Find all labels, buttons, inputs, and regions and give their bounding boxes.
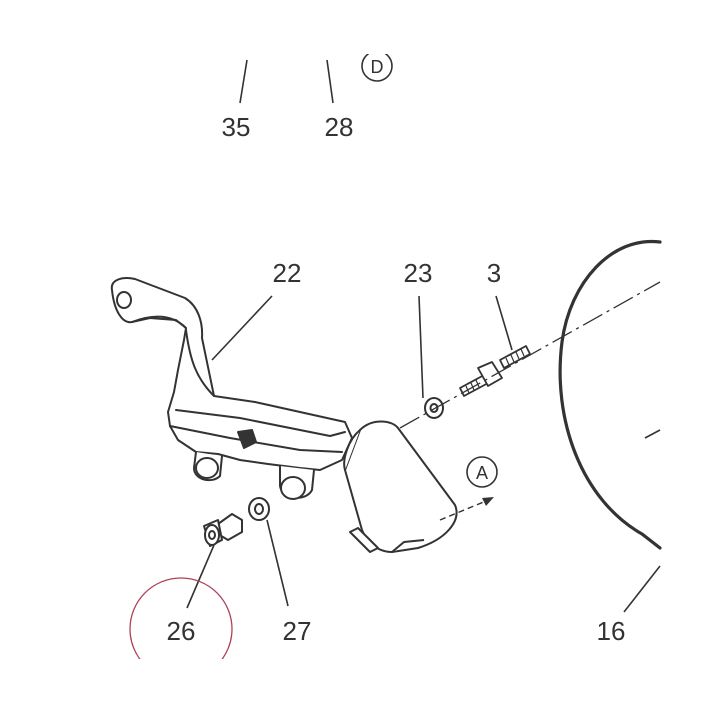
center-axis-line: [399, 281, 661, 429]
view-marker-a: A: [466, 456, 498, 488]
highlight-circle-26: [129, 577, 233, 659]
washer-part-23: [424, 397, 444, 419]
label-35: 35: [222, 112, 251, 142]
label-26: 26: [167, 616, 196, 646]
label-23: 23: [404, 258, 433, 288]
leader-16: [623, 565, 661, 613]
cover-tick: [644, 429, 661, 439]
view-marker-d-letter: D: [371, 57, 384, 77]
label-28: 28: [325, 112, 354, 142]
leader-28: [326, 59, 334, 104]
leader-27: [266, 519, 289, 607]
flange-bolt-part-26: [203, 513, 243, 547]
label-22: 22: [273, 258, 302, 288]
view-marker-a-letter: A: [476, 463, 488, 483]
direction-arrow-a: [439, 500, 487, 521]
bracket-part-22: [110, 277, 353, 500]
leader-35: [239, 59, 248, 104]
leader-22: [211, 295, 273, 361]
label-27: 27: [283, 616, 312, 646]
leader-26: [186, 544, 215, 609]
label-3: 3: [487, 258, 501, 288]
sensor-body: [343, 420, 458, 553]
label-16: 16: [597, 616, 626, 646]
washer-part-27: [248, 497, 270, 521]
leader-23: [418, 295, 424, 399]
leader-3: [495, 295, 513, 351]
cover-part-16: [558, 239, 662, 550]
view-marker-d: D: [361, 50, 393, 82]
